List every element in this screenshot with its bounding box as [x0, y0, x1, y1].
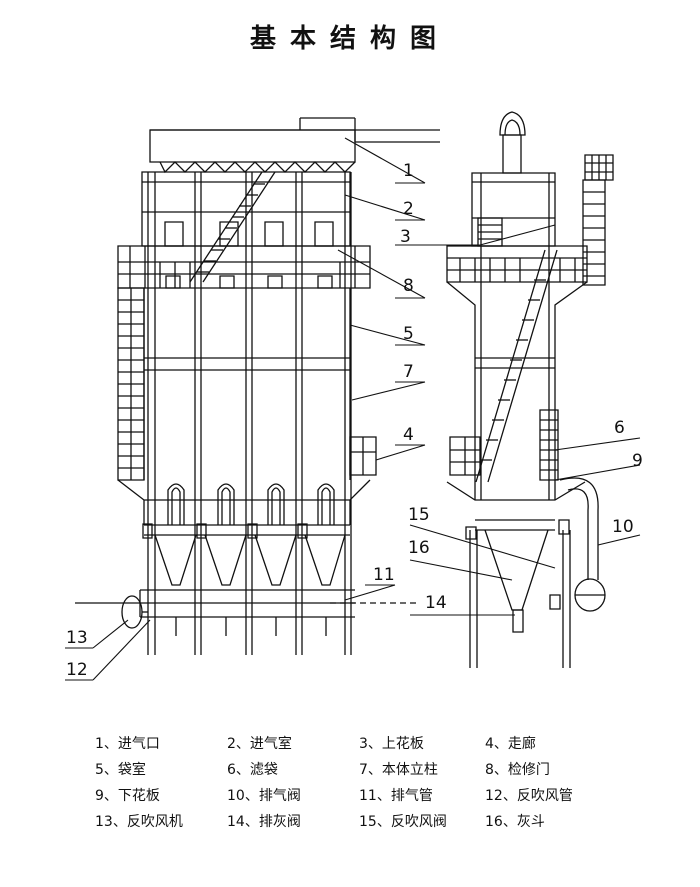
callout-1: 1: [403, 161, 414, 181]
side-stair-tower: [583, 155, 613, 285]
callout-numbers: 1 2 3 8 5 7 4 11 13 12 6 9 10 15 16 14: [66, 161, 643, 680]
side-platform: [450, 437, 480, 475]
legend-item: 12、反吹风管: [485, 785, 645, 805]
diagram-title: 基本结构图: [249, 24, 450, 54]
front-view: [75, 118, 440, 655]
legend-label: 反吹风阀: [390, 814, 447, 830]
legend-label: 排气阀: [258, 788, 301, 804]
bag-house-body: [118, 288, 370, 535]
callout-10: 10: [612, 517, 634, 537]
callout-2: 2: [403, 199, 414, 219]
legend-item: 2、进气室: [227, 733, 359, 753]
legend-number: 16、: [485, 814, 517, 830]
callout-9: 9: [632, 451, 643, 471]
side-ladder: [118, 288, 144, 480]
callout-15: 15: [408, 505, 430, 525]
callout-7: 7: [403, 362, 414, 382]
legend-label: 袋室: [117, 762, 146, 778]
callout-14: 14: [425, 593, 447, 613]
legend-item: 16、灰斗: [485, 811, 645, 831]
legend-number: 15、: [359, 814, 391, 830]
legend-label: 检修门: [507, 762, 550, 778]
inlet-duct: [150, 118, 440, 172]
callout-4: 4: [403, 425, 414, 445]
side-diagonal-ladder: [476, 250, 557, 482]
side-filter-bag: [540, 410, 558, 480]
legend-item: 15、反吹风阀: [359, 811, 485, 831]
hoppers: [143, 484, 345, 585]
legend-number: 1、: [95, 736, 118, 752]
legend-item: 11、排气管: [359, 785, 485, 805]
callout-13: 13: [66, 628, 88, 648]
legend-label: 排气管: [390, 788, 433, 804]
walkway-grid: [118, 246, 370, 288]
legend-item: 4、走廊: [485, 733, 645, 753]
legend-number: 7、: [359, 762, 382, 778]
legend-item: 6、滤袋: [227, 759, 359, 779]
top-vent: [500, 112, 525, 173]
leader-lines: [65, 138, 640, 680]
legend-label: 下花板: [117, 788, 160, 804]
callout-16: 16: [408, 538, 430, 558]
legend-item: 13、反吹风机: [95, 811, 227, 831]
legend-label: 反吹风机: [126, 814, 183, 830]
legend-number: 6、: [227, 762, 250, 778]
legend-item: 5、袋室: [95, 759, 227, 779]
side-body: [447, 173, 587, 500]
legend-label: 上花板: [381, 736, 424, 752]
legend-label: 反吹风管: [516, 788, 573, 804]
side-view: [447, 112, 613, 668]
legend-number: 9、: [95, 788, 118, 804]
body-columns: [148, 172, 351, 655]
legend-number: 8、: [485, 762, 508, 778]
callout-6: 6: [614, 418, 625, 438]
callout-3: 3: [400, 227, 411, 247]
legend-number: 13、: [95, 814, 127, 830]
legend-number: 4、: [485, 736, 508, 752]
legend-label: 本体立柱: [381, 762, 438, 778]
side-walkway: [350, 437, 376, 475]
diagonal-ladder: [190, 172, 275, 282]
callout-5: 5: [403, 324, 414, 344]
blower: [122, 596, 148, 628]
legend-label: 灰斗: [516, 814, 545, 830]
legend-item: 3、上花板: [359, 733, 485, 753]
exhaust-pipe: [75, 590, 420, 636]
side-hopper: [447, 482, 585, 668]
legend-label: 滤袋: [249, 762, 278, 778]
callout-11: 11: [373, 565, 395, 585]
side-exhaust-duct: [560, 478, 605, 611]
legend-number: 2、: [227, 736, 250, 752]
legend-label: 进气室: [249, 736, 292, 752]
legend-number: 3、: [359, 736, 382, 752]
legend-item: 9、下花板: [95, 785, 227, 805]
legend-label: 排灰阀: [258, 814, 301, 830]
legend-item: 7、本体立柱: [359, 759, 485, 779]
legend-number: 12、: [485, 788, 517, 804]
legend-item: 14、排灰阀: [227, 811, 359, 831]
legend-label: 走廊: [507, 736, 536, 752]
legend-number: 10、: [227, 788, 259, 804]
legend-item: 1、进气口: [95, 733, 227, 753]
callout-8: 8: [403, 276, 414, 296]
legend-number: 11、: [359, 788, 391, 804]
legend-item: 10、排气阀: [227, 785, 359, 805]
legend-number: 14、: [227, 814, 259, 830]
callout-12: 12: [66, 660, 88, 680]
legend-item: 8、检修门: [485, 759, 645, 779]
legend-number: 5、: [95, 762, 118, 778]
legend-label: 进气口: [117, 736, 160, 752]
